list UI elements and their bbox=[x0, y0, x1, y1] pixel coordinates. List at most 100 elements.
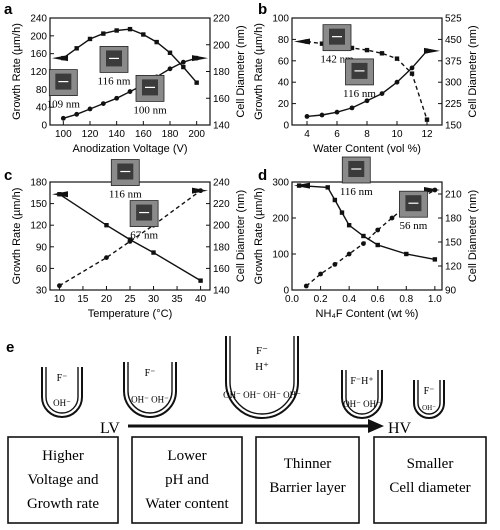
data-point-square bbox=[198, 278, 203, 283]
x-tick-label: 10 bbox=[54, 294, 66, 305]
data-point-circle bbox=[319, 112, 325, 118]
data-point-circle bbox=[57, 283, 62, 289]
x-tick-label: 12 bbox=[421, 129, 433, 140]
sem-inset bbox=[322, 24, 352, 52]
pore-bottom-ion: OH⁻ bbox=[53, 398, 71, 408]
y2-tick-label: 450 bbox=[445, 35, 462, 46]
y2-tick-label: 140 bbox=[213, 286, 230, 297]
hv-label: HV bbox=[388, 420, 412, 437]
panel-label-a: a bbox=[4, 1, 13, 18]
data-point-square bbox=[181, 64, 186, 70]
y-axis-label: Growth Rate (µm/h) bbox=[11, 188, 23, 285]
x-axis-label: NH₄F Content (wt %) bbox=[316, 308, 419, 320]
y2-tick-label: 140 bbox=[213, 121, 230, 132]
x-tick-label: 120 bbox=[82, 129, 99, 140]
data-point-circle bbox=[180, 59, 186, 65]
x-tick-label: 35 bbox=[171, 294, 183, 305]
pore-outer-wall bbox=[225, 336, 299, 419]
y-tick-label: 120 bbox=[30, 221, 47, 232]
data-point-square bbox=[375, 242, 380, 248]
box-frame bbox=[373, 436, 487, 524]
series-line-2 bbox=[63, 57, 197, 119]
data-point-square bbox=[104, 223, 109, 228]
pore-top-ion: F⁻ bbox=[424, 386, 435, 397]
annotation-label: 67 nm bbox=[130, 230, 158, 242]
y-tick-label: 100 bbox=[272, 250, 289, 261]
y2-axis-label: Cell Diameter (nm) bbox=[467, 190, 479, 282]
y2-tick-label: 90 bbox=[445, 286, 457, 297]
y2-tick-label: 160 bbox=[213, 94, 230, 105]
panel-label-b: b bbox=[258, 1, 267, 18]
x-tick-label: 8 bbox=[364, 129, 370, 140]
y-tick-label: 80 bbox=[36, 85, 48, 96]
y2-tick-label: 160 bbox=[213, 264, 230, 275]
data-point-circle bbox=[87, 106, 93, 112]
y2-tick-label: 180 bbox=[445, 214, 462, 225]
x-tick-label: 40 bbox=[195, 294, 207, 305]
data-point-square bbox=[346, 223, 352, 228]
panel-label-c: c bbox=[4, 167, 12, 184]
y-tick-label: 40 bbox=[36, 103, 48, 114]
pore-bottom-ion: OH⁻ bbox=[422, 404, 436, 412]
y2-axis-label: Cell Diameter (nm) bbox=[235, 25, 247, 117]
lv-label: LV bbox=[100, 420, 120, 437]
pore-inner-wall bbox=[229, 336, 295, 415]
box-line-3: Water content bbox=[145, 496, 229, 512]
box-frame bbox=[255, 436, 360, 524]
axis-arrow-right bbox=[424, 47, 440, 54]
y-axis-label: Growth Rate (µm/h) bbox=[11, 23, 23, 120]
data-point-circle bbox=[346, 251, 352, 257]
y-tick-label: 100 bbox=[272, 14, 289, 25]
y2-tick-label: 120 bbox=[445, 262, 462, 273]
data-point-square bbox=[339, 210, 345, 215]
sem-inset bbox=[110, 159, 140, 186]
data-point-circle bbox=[394, 79, 400, 85]
y-axis-label: Growth Rate (µm/h) bbox=[253, 188, 265, 285]
data-point-square bbox=[114, 28, 119, 33]
y-tick-label: 30 bbox=[36, 286, 48, 297]
data-point-square bbox=[361, 233, 366, 239]
y2-tick-label: 525 bbox=[445, 14, 462, 25]
pore-middle-ion: H⁺ bbox=[255, 361, 269, 373]
y-tick-label: 180 bbox=[30, 178, 47, 189]
y2-axis-label: Cell Diameter (nm) bbox=[467, 25, 479, 117]
box-line-3: Growth rate bbox=[27, 496, 99, 512]
axis-arrow-left bbox=[52, 55, 68, 62]
data-point-square bbox=[432, 257, 438, 262]
pore-top-ion: F⁻ bbox=[145, 368, 156, 379]
x-tick-label: 140 bbox=[108, 129, 125, 140]
y2-tick-label: 220 bbox=[213, 14, 230, 25]
annotation-label: 56 nm bbox=[400, 220, 428, 232]
pore-bottom-ion: OH⁻ OH⁻ bbox=[343, 399, 381, 409]
data-point-square bbox=[319, 41, 325, 46]
data-point-square bbox=[151, 250, 156, 255]
data-point-square bbox=[141, 32, 146, 37]
data-point-circle bbox=[127, 89, 133, 94]
y2-tick-label: 210 bbox=[445, 190, 462, 201]
y-tick-label: 0 bbox=[283, 286, 289, 297]
x-tick-label: 0.0 bbox=[285, 294, 299, 305]
arrow-head bbox=[368, 419, 384, 433]
pore-1: F⁻OH⁻ bbox=[41, 367, 83, 418]
axis-arrow-left bbox=[52, 191, 68, 198]
data-point-square bbox=[394, 56, 400, 61]
box-line-1: Smaller bbox=[407, 456, 454, 472]
x-axis-label: Anodization Voltage (V) bbox=[73, 143, 188, 155]
annotation-label: 116 nm bbox=[109, 189, 142, 201]
sem-inset bbox=[129, 200, 159, 227]
x-tick-label: 1.0 bbox=[428, 294, 442, 305]
sem-inset bbox=[345, 58, 374, 86]
y-tick-label: 160 bbox=[30, 49, 47, 60]
pore-top-ion: F⁻ bbox=[256, 345, 268, 357]
data-point-square bbox=[349, 45, 355, 51]
pore-outer-wall bbox=[341, 370, 383, 419]
x-axis-label: Temperature (°C) bbox=[88, 308, 172, 320]
data-point-circle bbox=[409, 65, 415, 71]
